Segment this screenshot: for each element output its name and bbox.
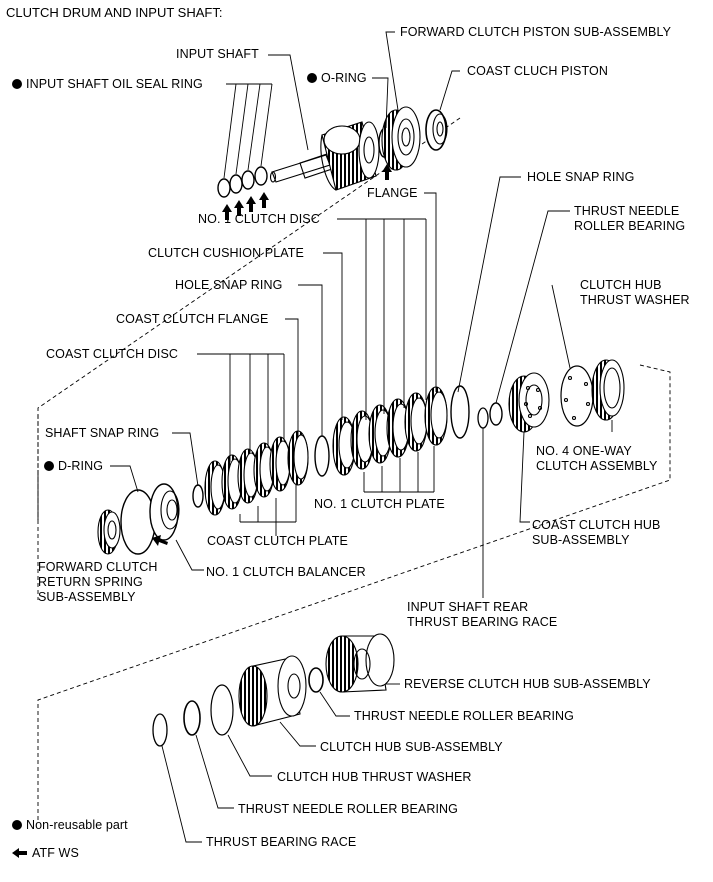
label-input-shaft-oil-seal-ring-text: INPUT SHAFT OIL SEAL RING <box>26 77 203 91</box>
non-reusable-dot-icon <box>44 461 54 471</box>
thrust-needle-bearing-top-part <box>489 402 503 426</box>
clutch-hub-thrust-washer-low-part <box>210 684 234 736</box>
label-hole-snap-ring-top: HOLE SNAP RING <box>527 170 635 184</box>
label-input-shaft: INPUT SHAFT <box>176 47 259 61</box>
label-clutch-hub-thrust-washer-low: CLUTCH HUB THRUST WASHER <box>277 770 472 784</box>
legend-atf-ws: ATF WS <box>12 846 79 861</box>
label-coast-clutch-plate: COAST CLUTCH PLATE <box>207 534 348 548</box>
label-forward-clutch-piston: FORWARD CLUTCH PISTON SUB-ASSEMBLY <box>400 25 672 39</box>
no1-clutch-pack <box>332 386 448 476</box>
legend-atf-ws-text: ATF WS <box>32 846 79 860</box>
diagram-title: CLUTCH DRUM AND INPUT SHAFT: <box>6 5 223 20</box>
label-input-shaft-oil-seal-ring: INPUT SHAFT OIL SEAL RING <box>12 77 203 92</box>
oil-seal-rings <box>217 166 268 198</box>
label-no4-one-way-clutch: NO. 4 ONE-WAY CLUTCH ASSEMBLY <box>536 444 658 473</box>
label-input-shaft-rear-race: INPUT SHAFT REAR THRUST BEARING RACE <box>407 600 558 629</box>
shaft-snap-ring-part <box>192 484 204 508</box>
dashed-section-lines <box>37 117 671 820</box>
label-hole-snap-ring-mid: HOLE SNAP RING <box>175 278 283 292</box>
clutch-balancer-part <box>149 483 180 541</box>
label-forward-clutch-return-spring: FORWARD CLUTCH RETURN SPRING SUB-ASSEMBL… <box>38 560 158 604</box>
label-thrust-bearing-race: THRUST BEARING RACE <box>206 835 357 849</box>
label-no1-clutch-disc: NO. 1 CLUTCH DISC <box>198 212 320 226</box>
coast-clutch-piston-part <box>425 109 448 151</box>
label-thrust-needle-roller-bearing-low2: THRUST NEEDLE ROLLER BEARING <box>238 802 458 816</box>
label-no1-clutch-balancer: NO. 1 CLUTCH BALANCER <box>206 565 366 579</box>
label-d-ring-text: D-RING <box>58 459 104 473</box>
label-no1-clutch-plate: NO. 1 CLUTCH PLATE <box>314 497 445 511</box>
d-ring-part <box>120 489 156 555</box>
leader-lines <box>110 31 613 843</box>
label-coast-clutch-flange: COAST CLUTCH FLANGE <box>116 312 269 326</box>
label-thrust-needle-roller-bearing-low1: THRUST NEEDLE ROLLER BEARING <box>354 709 574 723</box>
legend-non-reusable: Non-reusable part <box>12 818 128 833</box>
atf-arrow-balancer <box>152 535 168 546</box>
reverse-clutch-hub-part <box>325 633 395 693</box>
non-reusable-dot-icon <box>12 79 22 89</box>
label-o-ring: O-RING <box>307 71 367 86</box>
thrust-needle-bearing-low2-part <box>183 700 201 736</box>
label-clutch-hub-thrust-washer-top: CLUTCH HUB THRUST WASHER <box>580 278 690 307</box>
filled-circle-icon <box>12 820 22 830</box>
label-clutch-cushion-plate: CLUTCH CUSHION PLATE <box>148 246 304 260</box>
label-coast-cluch-piston: COAST CLUCH PISTON <box>467 64 608 78</box>
label-coast-clutch-disc: COAST CLUTCH DISC <box>46 347 179 361</box>
label-d-ring: D-RING <box>44 459 103 474</box>
input-shaft <box>269 152 336 183</box>
clutch-hub-thrust-washer-top-part <box>560 365 594 427</box>
label-thrust-needle-roller-bearing-top: THRUST NEEDLE ROLLER BEARING <box>574 204 686 233</box>
thrust-needle-bearing-low1-part <box>308 667 324 693</box>
one-way-clutch-part <box>591 359 625 421</box>
arrow-left-icon <box>12 848 27 858</box>
label-clutch-hub-sub-assembly: CLUTCH HUB SUB-ASSEMBLY <box>320 740 503 754</box>
coast-clutch-hub-part <box>508 372 550 433</box>
legend-non-reusable-text: Non-reusable part <box>26 818 128 832</box>
clutch-drum <box>320 121 380 191</box>
hole-snap-ring-top-part <box>450 385 470 439</box>
forward-clutch-piston-part <box>381 106 421 171</box>
rear-thrust-race-part <box>477 407 489 429</box>
label-flange: FLANGE <box>367 186 418 200</box>
thrust-bearing-race-part <box>152 713 168 747</box>
clutch-hub-part <box>238 655 307 727</box>
label-reverse-clutch-hub: REVERSE CLUTCH HUB SUB-ASSEMBLY <box>404 677 651 691</box>
return-spring-part <box>97 509 121 555</box>
label-coast-clutch-hub: COAST CLUTCH HUB SUB-ASSEMBLY <box>532 518 661 547</box>
non-reusable-dot-icon <box>307 73 317 83</box>
hole-snap-ring-mid-part <box>314 435 330 477</box>
atf-arrows-seal <box>222 164 392 220</box>
label-o-ring-text: O-RING <box>321 71 367 85</box>
label-shaft-snap-ring: SHAFT SNAP RING <box>45 426 160 440</box>
coast-clutch-pack <box>204 430 309 516</box>
